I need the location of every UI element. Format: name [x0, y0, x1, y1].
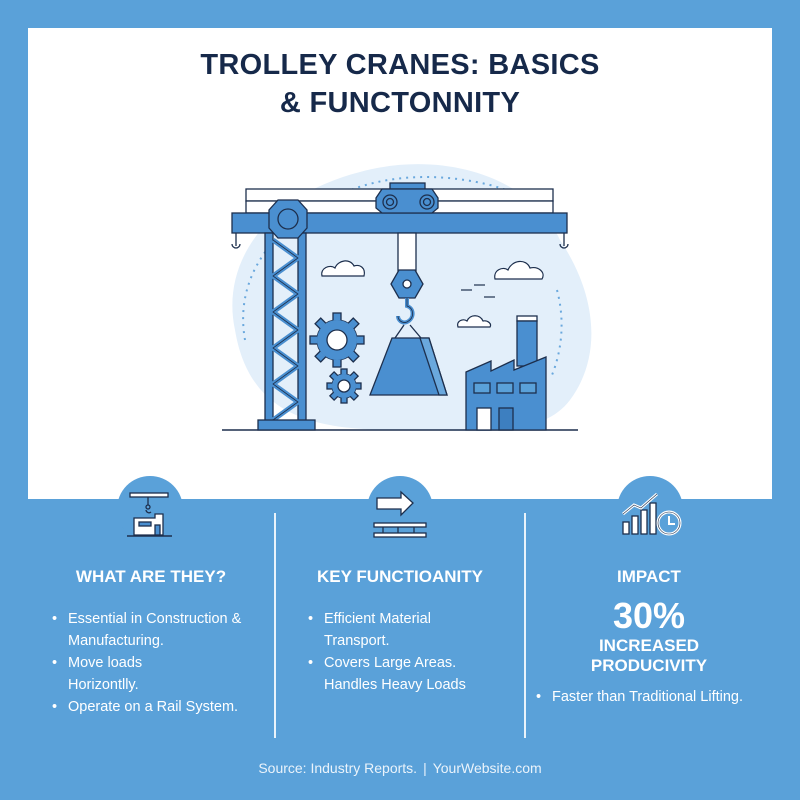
footer: Source: Industry Reports. | YourWebsite.co…: [0, 760, 800, 776]
list-item: Move loads Horizontlly.: [50, 652, 178, 696]
title-line-1: TROLLEY CRANES: BASICS: [200, 49, 600, 81]
list-item: Efficient Material Transport.: [306, 608, 476, 652]
footer-source: Source: Industry Reports.: [258, 760, 418, 776]
bullet-list: Efficient Material Transport. Covers Lar…: [306, 608, 476, 696]
stat-value: 30%: [612, 595, 686, 636]
column-key-functionality: KEY FUNCTIOANITY Efficient Material Tran…: [276, 560, 524, 696]
column-divider-2: [524, 513, 526, 738]
column-divider-1: [274, 513, 276, 738]
icon-bump-2: [367, 476, 433, 542]
column-heading: WHAT ARE THEY?: [75, 567, 227, 586]
icon-bump-1: [117, 476, 183, 542]
stat-label-line-2: PRODUCIVITY: [590, 656, 708, 675]
stat-label-line-1: INCREASED: [598, 636, 700, 655]
bullet-list: Essential in Construction & Manufacturin…: [50, 608, 270, 718]
list-item: Covers Large Areas. Handles Heavy Loads: [306, 652, 476, 696]
footer-separator: |: [423, 760, 427, 776]
list-item: Operate on a Rail System.: [50, 696, 270, 718]
column-heading: IMPACT: [617, 567, 681, 586]
column-impact: IMPACT 30% INCREASED PRODUCIVITY Faster …: [526, 560, 772, 708]
footer-website-link[interactable]: YourWebsite.com: [432, 760, 542, 776]
title-line-2: & FUNCTONNITY: [279, 87, 521, 119]
icon-bump-3: [617, 476, 683, 542]
column-heading: KEY FUNCTIOANITY: [317, 567, 483, 586]
bullet-list: Faster than Traditional Lifting.: [534, 686, 774, 708]
column-what-are-they: WHAT ARE THEY? Essential in Construction…: [28, 560, 274, 718]
list-item: Faster than Traditional Lifting.: [534, 686, 774, 708]
list-item: Essential in Construction & Manufacturin…: [50, 608, 270, 652]
page-title: TROLLEY CRANES: BASICS & FUNCTONNITY: [0, 46, 800, 122]
